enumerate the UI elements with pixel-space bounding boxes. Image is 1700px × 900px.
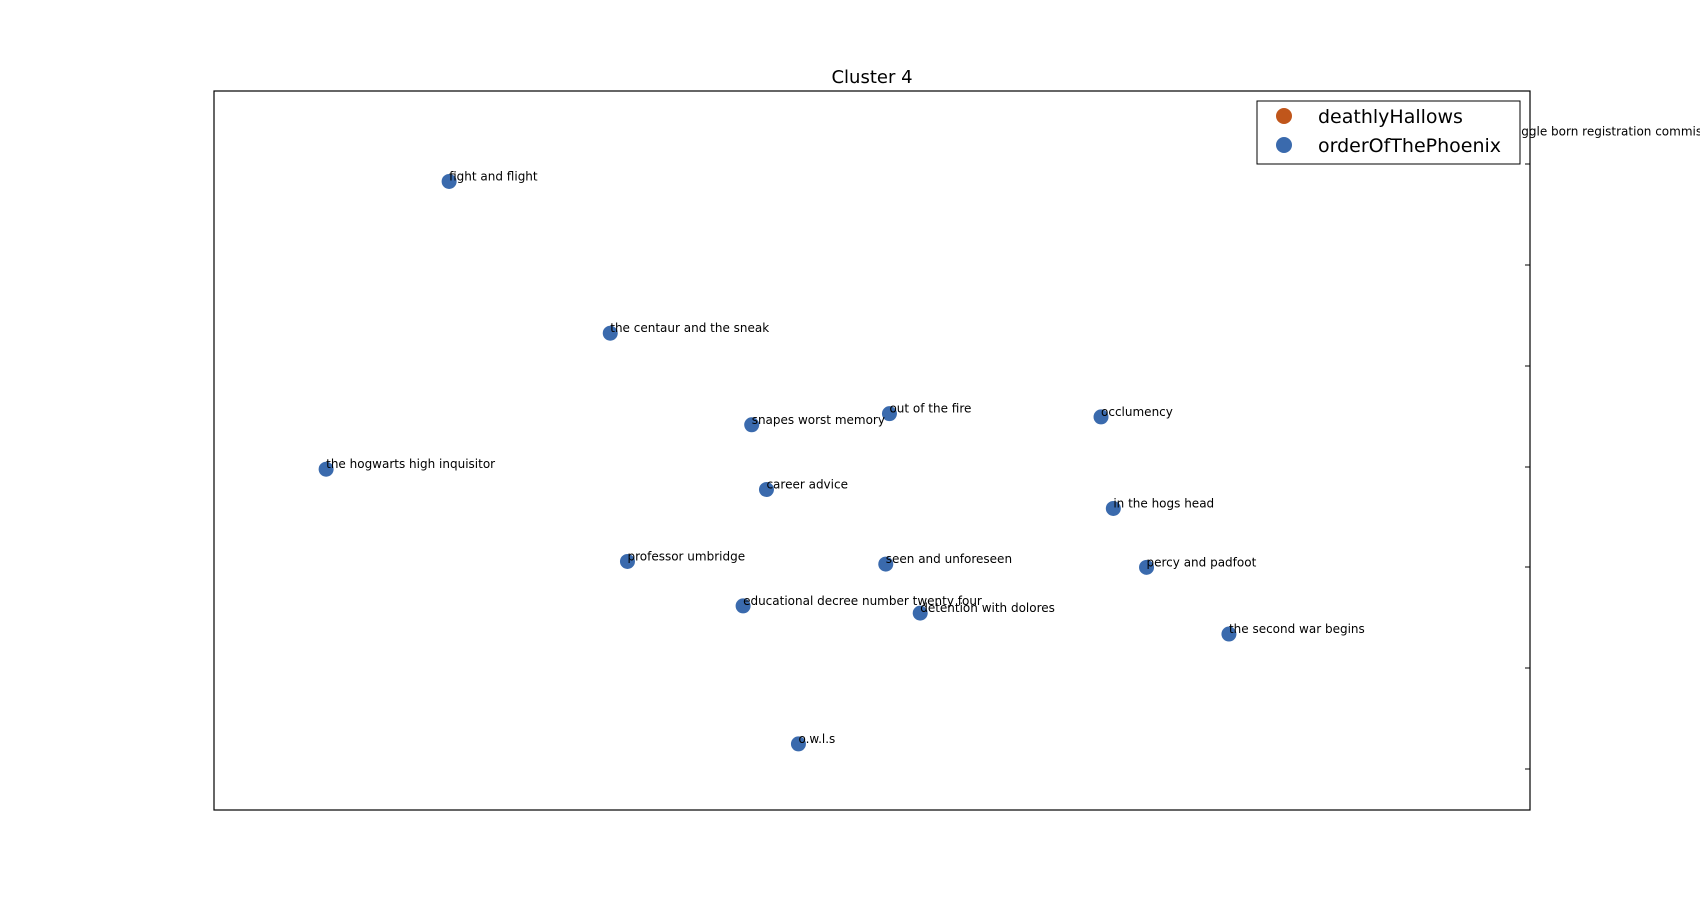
- data-point: [1105, 500, 1121, 516]
- data-point-label: o.w.l.s: [798, 732, 835, 746]
- data-point: [735, 598, 751, 614]
- data-point: [790, 736, 806, 752]
- legend-marker-deathly-hallows: [1276, 108, 1292, 124]
- data-point: [744, 417, 760, 433]
- data-point-label: the second war begins: [1229, 622, 1365, 636]
- data-point: [1139, 559, 1155, 575]
- data-point: [878, 556, 894, 572]
- data-point-label: occlumency: [1101, 405, 1173, 419]
- data-point-label: fight and flight: [449, 169, 538, 183]
- legend-label-order-of-the-phoenix: orderOfThePhoenix: [1318, 135, 1501, 157]
- data-point: [318, 461, 334, 477]
- data-point: [912, 605, 928, 621]
- legend: deathlyHallows orderOfThePhoenix: [1256, 100, 1521, 165]
- legend-label-deathly-hallows: deathlyHallows: [1318, 106, 1463, 128]
- data-point-label: career advice: [766, 478, 848, 492]
- data-point-label: out of the fire: [889, 402, 971, 416]
- y-ticks: [1525, 163, 1530, 770]
- data-point-label: muggle born registration commission: [1502, 124, 1700, 138]
- data-point-label: the centaur and the sneak: [610, 321, 769, 335]
- data-point-label: in the hogs head: [1113, 496, 1214, 510]
- data-point: [881, 406, 897, 422]
- data-points: [318, 128, 1510, 752]
- plot-area-frame: [213, 90, 1531, 811]
- point-labels: muggle born registration commission fight…: [326, 124, 1700, 746]
- legend-marker-order-of-the-phoenix: [1276, 137, 1292, 153]
- legend-frame: [1256, 100, 1521, 165]
- data-point-label: the hogwarts high inquisitor: [326, 457, 495, 471]
- data-point: [602, 325, 618, 341]
- data-point: [1221, 626, 1237, 642]
- data-point-label: detention with dolores: [920, 601, 1055, 615]
- data-point-label: professor umbridge: [627, 549, 745, 563]
- data-point: [1093, 409, 1109, 425]
- data-point-label: snapes worst memory: [752, 413, 885, 427]
- data-point-label: percy and padfoot: [1147, 555, 1257, 569]
- chart-title: Cluster 4: [831, 67, 912, 88]
- data-point: [441, 173, 457, 189]
- data-point: [758, 482, 774, 498]
- data-point-label: educational decree number twenty four: [743, 594, 982, 608]
- data-point: [619, 553, 635, 569]
- data-point-label: seen and unforeseen: [886, 552, 1012, 566]
